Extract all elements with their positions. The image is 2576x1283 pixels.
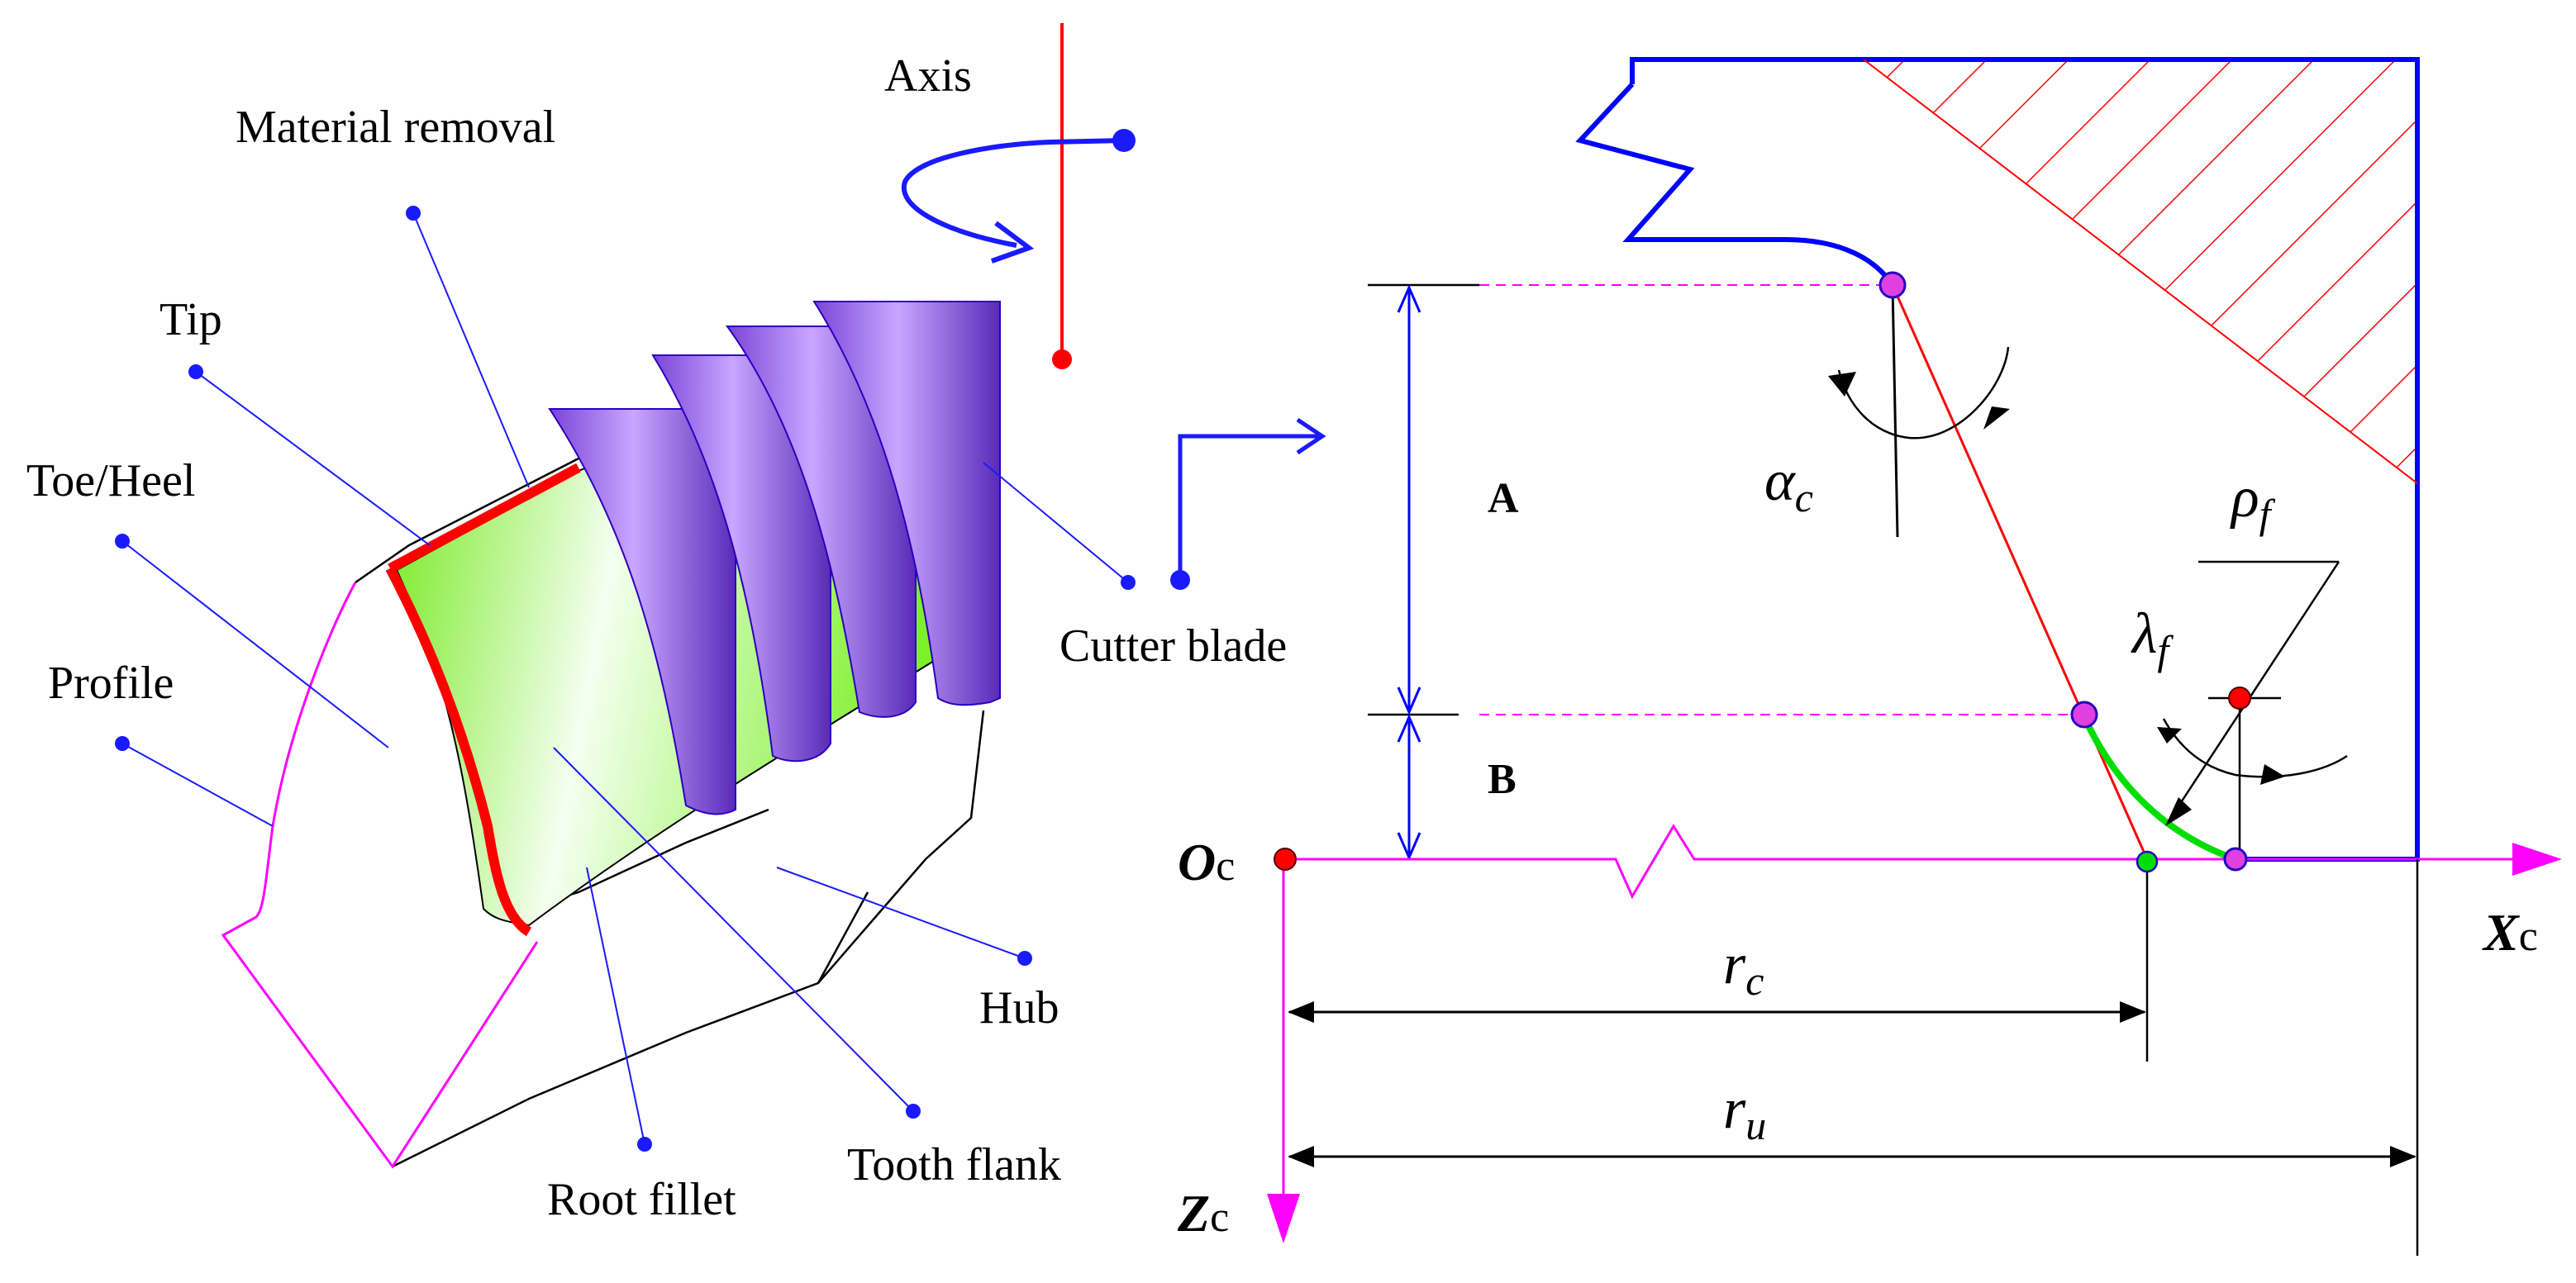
alpha-arrow-right: [1983, 406, 2010, 430]
label-b: B: [1488, 756, 1517, 803]
leader-dots: [115, 206, 1136, 1152]
origin-point: [1274, 848, 1297, 871]
label-ru: ru: [1723, 1077, 1766, 1148]
x-axis-arrow: [2512, 843, 2562, 876]
cutter-blade: [726, 326, 917, 718]
rotation-axis: [901, 23, 1136, 369]
hatch-boundary: [1863, 59, 2418, 484]
edge-axis-point: [2136, 850, 2159, 873]
label-root-fillet: Root fillet: [547, 1174, 736, 1225]
alpha-arrow-left: [1828, 372, 1856, 397]
x-axis-line: [1283, 824, 2545, 900]
label-material-removal: Material removal: [236, 102, 555, 153]
label-profile: Profile: [48, 658, 174, 709]
label-origin: Oc: [1178, 833, 1235, 891]
dimension-a: [1397, 284, 1421, 715]
alpha-reference-line: [1891, 284, 1899, 538]
lambda-angle-arc: [2162, 718, 2348, 778]
toe-heel-profile-outline: [221, 582, 539, 1169]
blade-profile-section: A B αc ρf λf: [1177, 57, 2562, 1256]
label-x-axis: Xc: [2482, 903, 2538, 962]
lambda-arrow-right: [2260, 764, 2285, 785]
cutter-blade: [548, 408, 736, 815]
label-rc: rc: [1723, 933, 1764, 1004]
z-axis-arrow: [1267, 1194, 1300, 1243]
label-toe-heel: Toe/Heel: [26, 455, 195, 506]
cutter-blade: [651, 354, 831, 763]
dimension-ru: [1288, 1146, 2416, 1167]
label-alpha: αc: [1764, 449, 1813, 520]
gear-illustration: Axis Material removal Tip Toe/Heel Profi…: [26, 23, 1326, 1225]
label-hub: Hub: [979, 982, 1059, 1034]
cutting-edge-line: [1891, 284, 2149, 860]
label-cutter-blade: Cutter blade: [1059, 620, 1287, 672]
blade-tip-point: [1878, 271, 1907, 299]
fillet-start-point: [2070, 701, 2098, 729]
rho-arrow: [2165, 797, 2192, 826]
lambda-arrow-left: [2157, 727, 2182, 744]
fillet-center-point: [2228, 687, 2251, 710]
dimension-rc: [1288, 1001, 2146, 1023]
label-tooth-flank: Tooth flank: [847, 1139, 1061, 1190]
alpha-angle-arc: [1837, 346, 2010, 440]
rho-leader-diagonal: [2172, 561, 2340, 815]
fillet-end-point: [2223, 847, 2248, 872]
dimension-b: [1397, 714, 1421, 861]
label-axis: Axis: [884, 50, 972, 102]
label-z-axis: Zc: [1177, 1184, 1229, 1243]
label-tip: Tip: [160, 294, 222, 345]
transition-arrow-head: [1296, 417, 1326, 455]
material-removal-edge: [385, 463, 581, 937]
cutter-blade: [812, 301, 1001, 706]
label-a: A: [1488, 475, 1519, 522]
cutter-blade-dot: [1170, 570, 1190, 590]
label-lambda: λf: [2131, 602, 2174, 673]
label-rho: ρf: [2230, 466, 2276, 537]
root-fillet-arc: [2081, 715, 2237, 862]
transition-arrow: [1178, 434, 1318, 578]
leader-lines: [121, 212, 1129, 1145]
